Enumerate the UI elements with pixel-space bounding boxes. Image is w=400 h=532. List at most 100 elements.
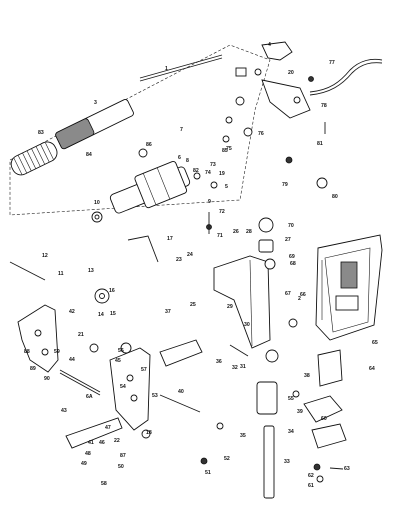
- callout-5: 5: [225, 184, 228, 190]
- callout-2: 2: [298, 296, 301, 302]
- callout-64: 64: [369, 366, 375, 372]
- callout-89: 89: [30, 366, 36, 372]
- callout-35: 35: [240, 433, 246, 439]
- callout-82: 82: [193, 168, 199, 174]
- callout-labels: 1 2 3 4 5 6 7 8 9 10 11 12 13 14 15 16 1…: [24, 42, 378, 489]
- callout-56: 56: [118, 348, 124, 354]
- callout-28: 28: [246, 229, 252, 235]
- callout-75: 75: [226, 146, 232, 152]
- callout-23: 23: [176, 257, 182, 263]
- callout-62: 62: [308, 473, 314, 479]
- tilt-mechanism: [65, 235, 249, 465]
- callout-52: 52: [224, 456, 230, 462]
- callout-19: 19: [219, 171, 225, 177]
- callout-84: 84: [86, 152, 92, 158]
- callout-57: 57: [141, 367, 147, 373]
- callout-49: 49: [81, 461, 87, 467]
- callout-69: 69: [289, 254, 295, 260]
- callout-70: 70: [288, 223, 294, 229]
- callout-29: 29: [227, 304, 233, 310]
- callout-61: 61: [308, 483, 314, 489]
- callout-55: 55: [288, 396, 294, 402]
- callout-72: 72: [219, 209, 225, 215]
- tiller-assembly: [9, 44, 271, 234]
- callout-90: 90: [44, 376, 50, 382]
- callout-37: 37: [165, 309, 171, 315]
- callout-40: 40: [178, 389, 184, 395]
- callout-33: 33: [284, 459, 290, 465]
- callout-42: 42: [69, 309, 75, 315]
- callout-77: 77: [329, 60, 335, 66]
- callout-41: 41: [88, 440, 94, 446]
- callout-85: 85: [222, 148, 228, 154]
- callout-54: 54: [120, 384, 126, 390]
- callout-63: 63: [344, 466, 350, 472]
- callout-67: 67: [285, 291, 291, 297]
- clamp-bracket-right: [109, 347, 151, 431]
- callout-34: 34: [288, 429, 294, 435]
- callout-65: 65: [372, 340, 378, 346]
- throttle-bracket-assembly: [222, 41, 383, 189]
- callout-6: 6: [178, 155, 181, 161]
- callout-78: 78: [321, 103, 327, 109]
- callout-15: 15: [110, 311, 116, 317]
- callout-47: 47: [105, 425, 111, 431]
- callout-14: 14: [98, 312, 104, 318]
- callout-81: 81: [317, 141, 323, 147]
- callout-24: 24: [187, 252, 193, 258]
- callout-51: 51: [205, 470, 211, 476]
- callout-27: 27: [285, 237, 291, 243]
- callout-60: 60: [321, 416, 327, 422]
- callout-50: 50: [118, 464, 124, 470]
- callout-7: 7: [180, 127, 183, 133]
- callout-39: 39: [297, 409, 303, 415]
- driveshaft-assembly: [263, 349, 347, 499]
- callout-59: 59: [54, 349, 60, 355]
- callout-12: 12: [42, 253, 48, 259]
- callout-3: 3: [94, 100, 97, 106]
- handle-grip-icon: [10, 141, 58, 176]
- callout-22: 22: [114, 438, 120, 444]
- callout-43: 43: [61, 408, 67, 414]
- callout-18: 18: [146, 430, 152, 436]
- callout-80: 80: [332, 194, 338, 200]
- callout-6a: 6A: [86, 394, 93, 400]
- callout-16: 16: [109, 288, 115, 294]
- callout-87: 87: [120, 453, 126, 459]
- callout-73: 73: [210, 162, 216, 168]
- callout-21: 21: [78, 332, 84, 338]
- callout-71: 71: [217, 233, 223, 239]
- callout-10: 10: [94, 200, 100, 206]
- callout-9: 9: [208, 199, 211, 205]
- callout-25: 25: [190, 302, 196, 308]
- callout-76: 76: [258, 131, 264, 137]
- callout-48: 48: [85, 451, 91, 457]
- callout-1: 1: [165, 66, 168, 72]
- callout-58: 58: [101, 481, 107, 487]
- callout-13: 13: [88, 268, 94, 274]
- swivel-bracket-assembly: [213, 217, 300, 415]
- callout-44: 44: [69, 357, 75, 363]
- callout-8: 8: [186, 158, 189, 164]
- callout-11: 11: [58, 271, 64, 277]
- callout-66: 66: [300, 292, 306, 298]
- callout-30: 30: [244, 322, 250, 328]
- callout-79: 79: [282, 182, 288, 188]
- callout-86: 86: [146, 142, 152, 148]
- callout-17: 17: [167, 236, 173, 242]
- callout-83: 83: [38, 130, 44, 136]
- callout-74: 74: [205, 170, 211, 176]
- exhaust-housing: [315, 234, 383, 341]
- callout-45: 45: [115, 358, 121, 364]
- callout-31: 31: [240, 364, 246, 370]
- callout-46: 46: [99, 440, 105, 446]
- callout-4: 4: [268, 42, 271, 48]
- clamp-bracket-left: [9, 261, 101, 396]
- callout-26: 26: [233, 229, 239, 235]
- callout-36: 36: [216, 359, 222, 365]
- callout-53: 53: [152, 393, 158, 399]
- callout-88: 88: [24, 349, 30, 355]
- callout-68: 68: [290, 261, 296, 267]
- callout-38: 38: [304, 373, 310, 379]
